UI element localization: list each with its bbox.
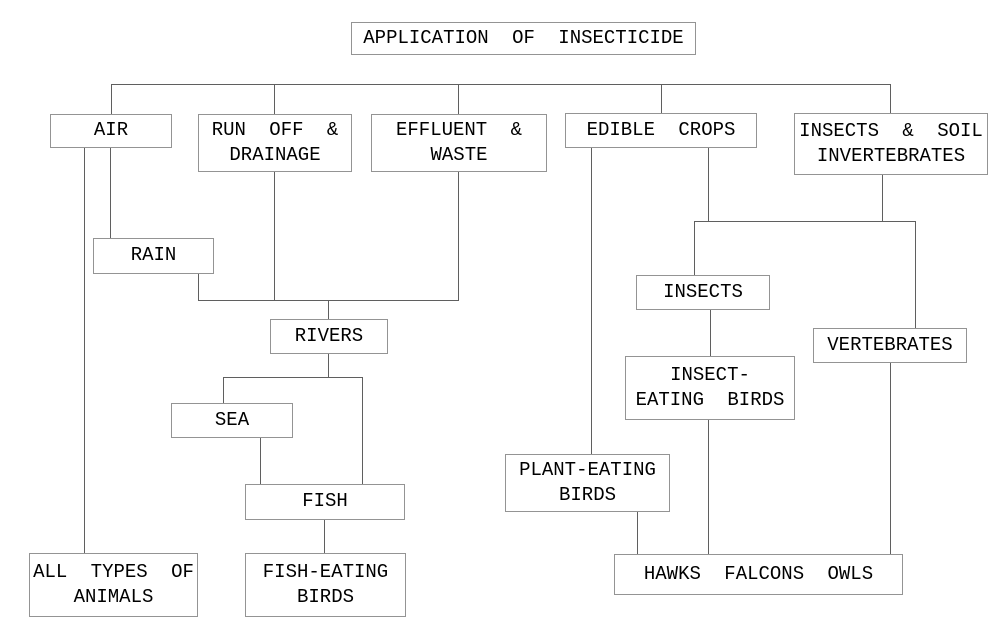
node-label: APPLICATION OF INSECTICIDE [363,26,684,49]
edge-rain-merge [198,274,199,300]
node-insects: INSECTS [636,275,770,310]
sea-fish-connector [223,377,363,378]
edge-plant-eating-birds-hawks [637,512,638,554]
edge-merge-rivers [328,300,329,319]
node-label: ALL TYPES OF [33,560,194,583]
node-label: DRAINAGE [229,144,321,166]
node-label: AIR [93,119,129,142]
edge-insects-insect-eating-birds [710,310,711,356]
edge-sea-fish [260,438,261,484]
edge-soil-merge2 [882,175,883,221]
node-label: INVERTEBRATES [816,145,966,167]
node-label: SEA [214,408,250,431]
node-label: EDIBLE CROPS [586,118,736,141]
node-label: PLANT-EATING [519,458,656,481]
insects-vertebrates-connector [694,221,916,222]
node-hawks-falcons-owls: HAWKS FALCONS OWLS [614,554,903,595]
node-label: RAIN [130,244,177,267]
node-label: FISH [302,490,348,513]
edge-trunk-effluent [458,84,459,114]
node-label: HAWKS FALCONS OWLS [643,562,874,585]
edge-trunk-edible-crops [661,84,662,113]
node-sea: SEA [171,403,293,438]
trunk-connector [111,84,891,85]
node-label: BIRDS [558,484,616,506]
edge-effluent-merge [458,172,459,300]
node-application-of-insecticide: APPLICATION OF INSECTICIDE [351,22,696,55]
edge-trunk-runoff [274,84,275,114]
edge-vertebrates-hawks [890,363,891,554]
edge-fish-fish-eating-birds [324,520,325,553]
edge-air-all-animals [84,148,85,553]
node-label: RUN OFF & [211,118,339,141]
node-insect-eating-birds: INSECT- EATING BIRDS [625,356,795,420]
node-vertebrates: VERTEBRATES [813,328,967,363]
edge-rivers-split [328,354,329,377]
node-insects-soil-invertebrates: INSECTS & SOIL INVERTEBRATES [794,113,988,175]
node-plant-eating-birds: PLANT-EATING BIRDS [505,454,670,512]
edge-merge2-insects [694,221,695,275]
node-label: FISH-EATING [262,560,389,583]
edge-edible-merge2 [708,148,709,221]
edge-split-sea [223,377,224,403]
edge-air-rain [110,148,111,238]
edge-insect-eating-birds-hawks [708,420,709,554]
node-label: WASTE [430,144,488,166]
edge-split-fish [362,377,363,484]
node-label: INSECTS & SOIL [799,119,983,142]
edge-trunk-insects-soil [890,84,891,113]
edge-trunk-air [111,84,112,114]
node-label: ANIMALS [73,586,154,608]
node-label: RIVERS [294,324,364,347]
edge-edible-plant-eating-birds [591,148,592,454]
node-rain: RAIN [93,238,214,274]
node-air: AIR [50,114,172,148]
edge-runoff-merge [274,172,275,300]
node-effluent-waste: EFFLUENT & WASTE [371,114,547,172]
node-fish: FISH [245,484,405,520]
node-fish-eating-birds: FISH-EATING BIRDS [245,553,406,617]
node-label: BIRDS [296,586,354,608]
node-label: INSECTS [663,280,743,303]
node-label: EFFLUENT & [395,118,523,141]
node-all-types-of-animals: ALL TYPES OF ANIMALS [29,553,198,617]
node-label: EATING BIRDS [635,389,785,411]
node-label: INSECT- [670,363,750,386]
edge-merge2-vertebrates [915,221,916,328]
node-edible-crops: EDIBLE CROPS [565,113,757,148]
node-rivers: RIVERS [270,319,388,354]
node-label: VERTEBRATES [827,333,953,356]
node-run-off-drainage: RUN OFF & DRAINAGE [198,114,352,172]
